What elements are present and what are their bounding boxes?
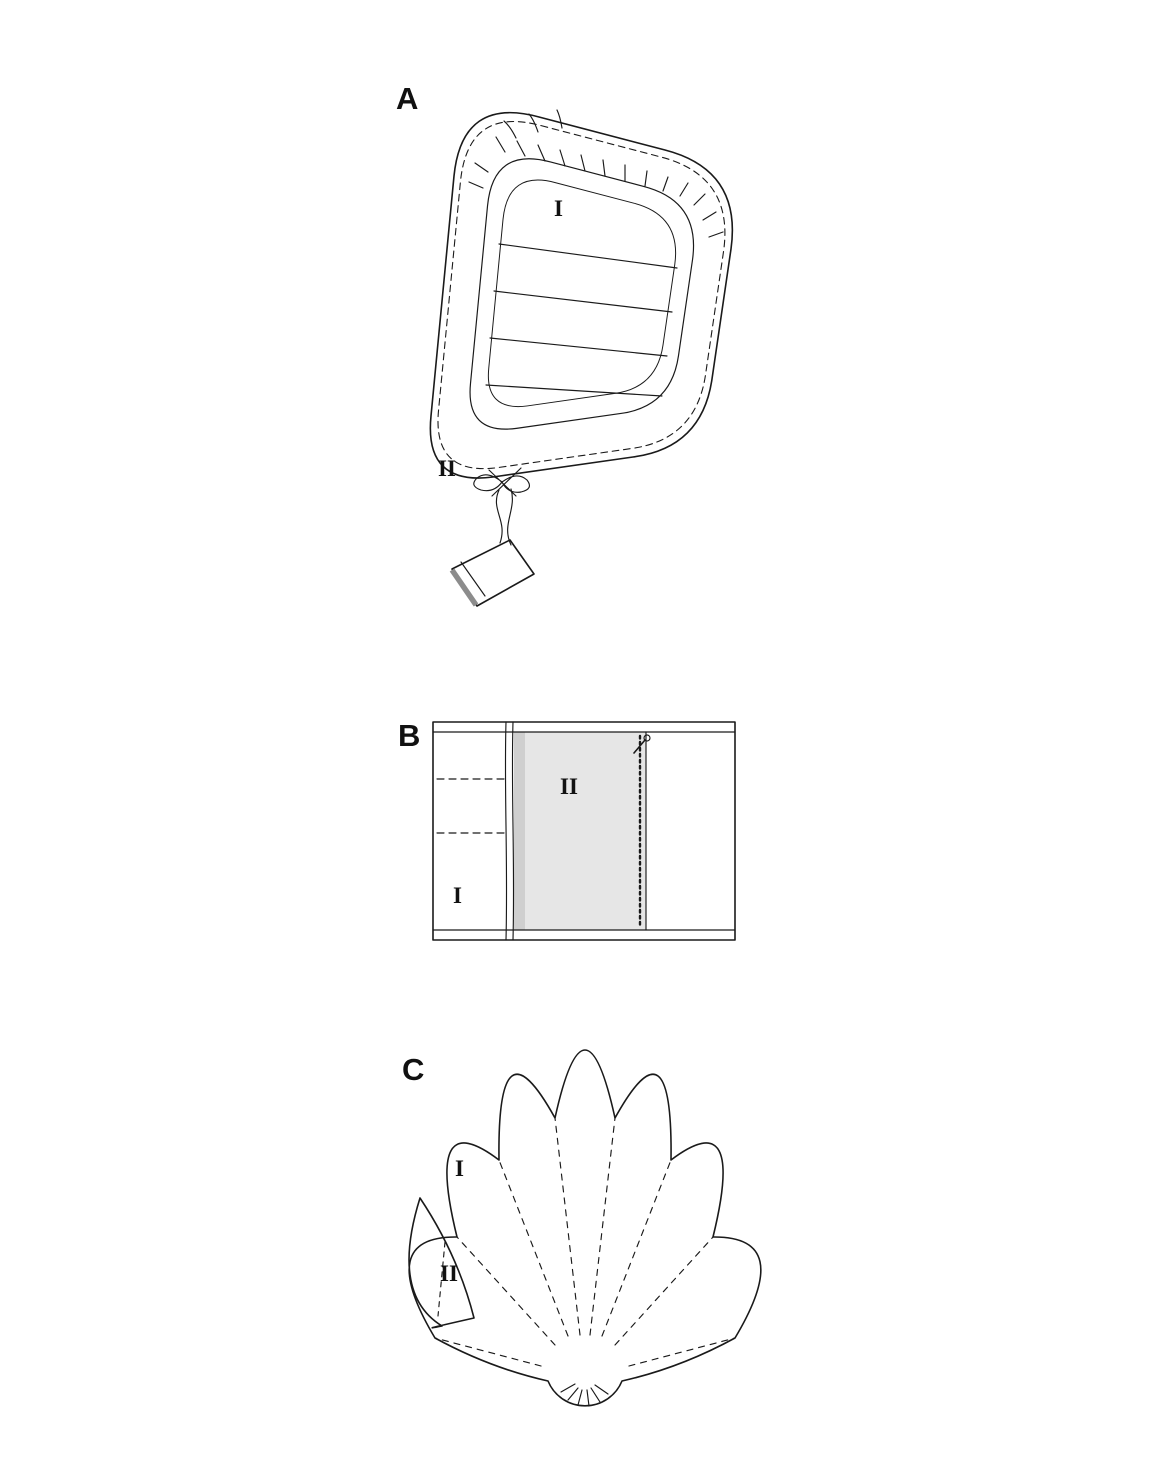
figure-c-letter: C	[402, 1052, 424, 1087]
nest-seam-dashed	[437, 120, 726, 470]
nest-quilt-lines	[485, 243, 678, 397]
figure-a-letter: A	[396, 81, 418, 116]
figure-a: A I II	[396, 81, 734, 607]
shell-folded-flap	[408, 1197, 475, 1329]
figure-c-label-flap: II	[440, 1261, 458, 1286]
shell-stitch-lines	[434, 1117, 736, 1367]
cover-shaded-panel	[514, 732, 646, 930]
figure-b-label-left: I	[453, 883, 462, 908]
nest-gather-hatching	[468, 109, 724, 238]
shell-base-fan	[560, 1383, 609, 1407]
figure-b-label-panel: II	[560, 774, 578, 799]
figure-a-label-border: II	[438, 456, 456, 481]
flap-shape	[408, 1197, 475, 1329]
nest-tie-strings	[495, 488, 513, 546]
flap-stitch-line	[437, 1241, 446, 1317]
figure-a-label-inner: I	[554, 196, 563, 221]
cover-outline	[432, 721, 736, 941]
figure-b: B II I	[398, 718, 736, 941]
cover-fold-dashes	[436, 778, 507, 834]
cover-zipper-pull	[633, 734, 651, 754]
figure-b-letter: B	[398, 718, 420, 753]
shell-outline	[408, 1049, 762, 1407]
tag-body	[451, 539, 535, 607]
tag-fold-line	[460, 561, 486, 597]
tag-dark-edge	[449, 568, 479, 607]
cover-panel-shadow	[514, 732, 525, 930]
figure-c-label-shell: I	[455, 1156, 464, 1181]
nest-hanging-tag	[449, 539, 535, 607]
cover-binding	[504, 721, 515, 941]
nest-opening	[469, 158, 695, 430]
figure-c: C I II	[402, 1049, 762, 1407]
